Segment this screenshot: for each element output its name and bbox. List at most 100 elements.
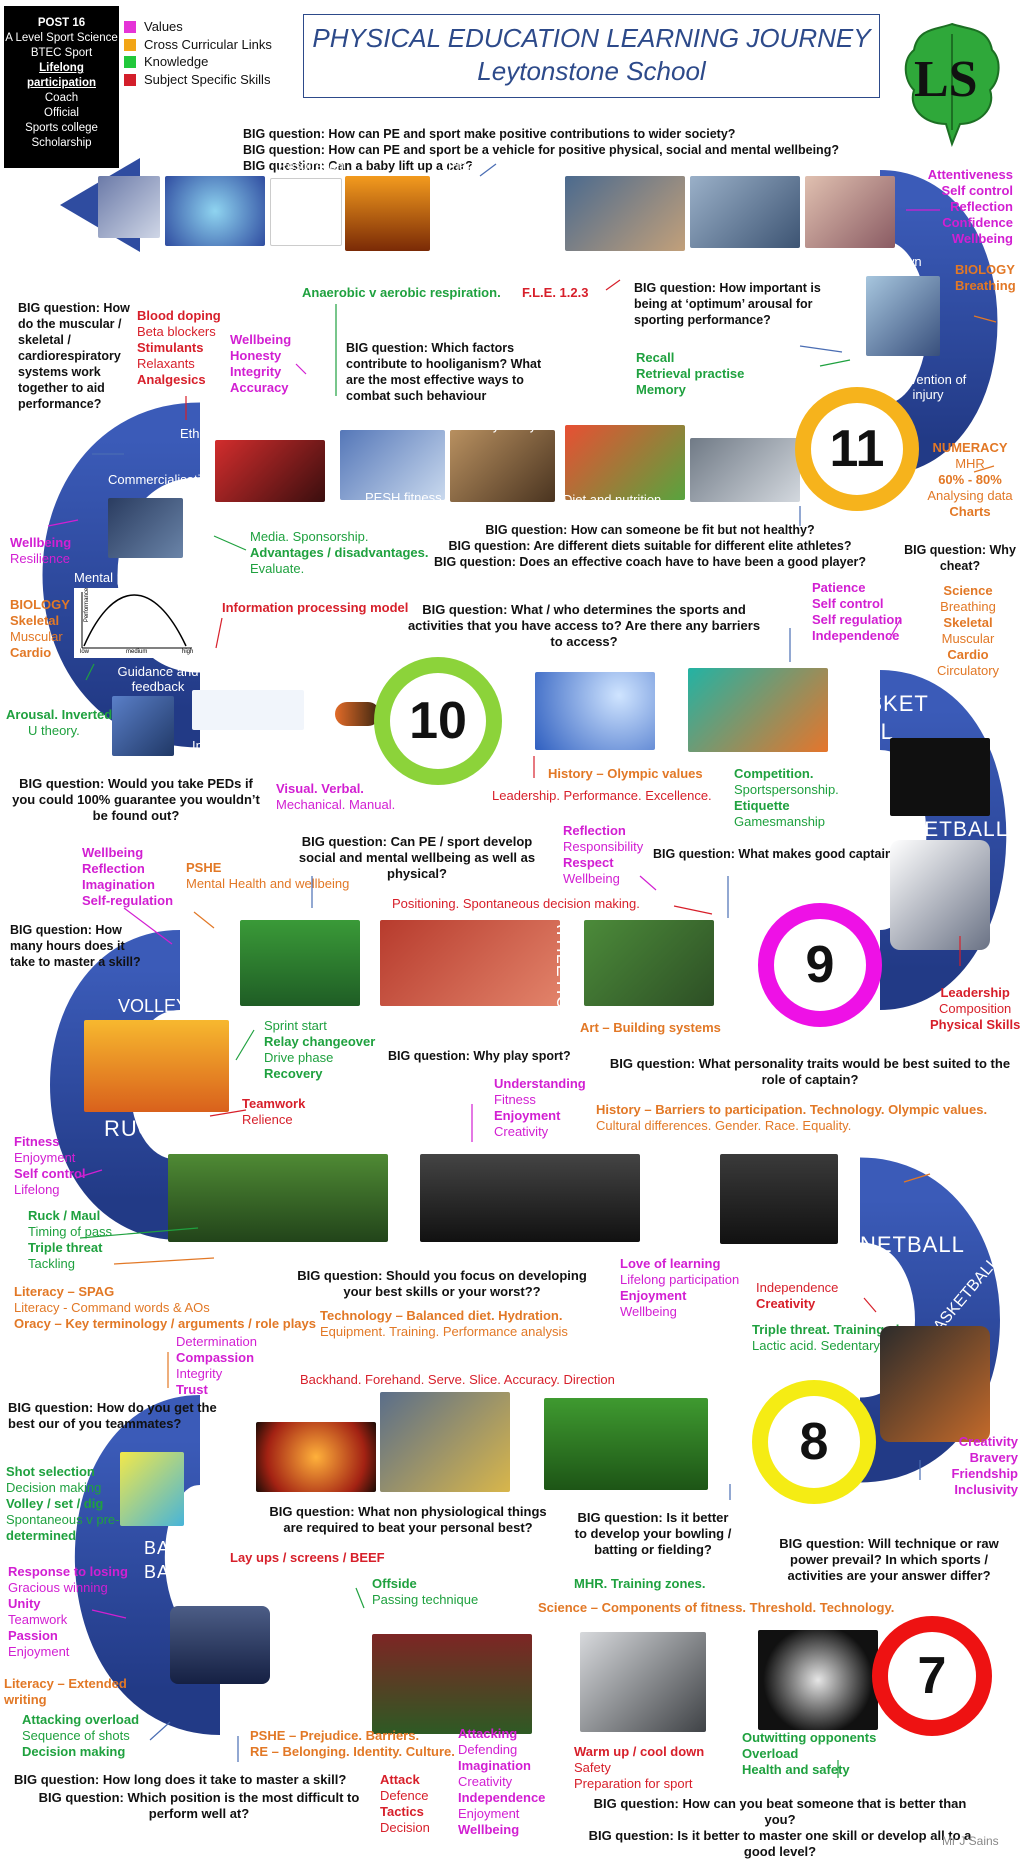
label-effects: Effects of exercise [350,258,456,273]
post16-item: Coach [44,92,79,104]
school-logo: LS [900,20,1005,150]
label-cardio: Cardiorespiratory [164,258,264,273]
label-cricket9: CRICKET [725,920,747,1015]
post16-item: Official [44,107,79,119]
year-7-badge: 7 [872,1616,992,1736]
legend-knowledge: Knowledge [124,53,272,71]
label-mental: Mental preparation [74,570,183,585]
label-athletics9: ATHLETICS [553,916,573,1023]
tile-chain7 [580,1632,706,1732]
label-fitness8a: FITNESS [677,1160,702,1260]
big-question: BIG question: How can PE and sport make … [243,127,839,173]
skills-fle: F.L.E. 1.2.3 [522,285,589,300]
big-question: BIG question: How can you beat someone t… [588,1796,972,1859]
big-question: BIG question: How can someone be fit but… [433,523,867,569]
tile-athletics9 [380,920,560,1006]
label-training: Training [693,158,740,173]
label-warmup: Warm up / cool down [800,254,922,269]
legend-cross: Cross Curricular Links [124,36,272,54]
credit: Mr J Sains [942,1834,999,1848]
label-respiration: Respiration [278,158,344,173]
label-ethical: Ethical, social, cultural [180,426,309,441]
year-8-badge: 8 [752,1380,876,1504]
knowledge-media: Media. Sponsorship.Advantages / disadvan… [250,529,429,576]
tile-commercial [108,498,183,558]
label-fitness7: FITNESS [539,1632,564,1732]
school-name: Leytonstone School [477,56,706,86]
big-question: BIG question: How many hours does it tak… [10,923,141,969]
label-sedentary: Sedentary lifestyles [440,418,553,433]
label-netball10: NETBALL [908,818,1009,841]
big-question: BIG question: Should you focus on develo… [297,1268,587,1299]
tile-training [690,176,800,248]
big-question: BIG question: What makes good captain? [653,847,901,861]
tile-weights [420,1154,640,1242]
tile-warmup [805,176,895,248]
post16-item: Scholarship [31,137,92,149]
label-cricket8: CRICKET [719,1398,744,1502]
cross-pshe2: PSHE – Prejudice. Barriers.RE – Belongin… [250,1728,455,1759]
skills-positioning: Positioning. Spontaneous decision making… [392,896,640,911]
tile-data [690,438,800,502]
knowledge-anaerobic: Anaerobic v aerobic respiration. [302,285,501,300]
cross-technology: Technology – Balanced diet. Hydration.Eq… [320,1308,568,1339]
big-question: BIG question: Why cheat? [904,543,1016,573]
year-11-badge: 11 [795,387,919,511]
post16-item: Sports college [25,122,98,134]
tile-basketball7 [170,1606,270,1684]
label-pesh: PESH fitness [365,490,442,505]
label-usedata: Use of data [718,418,785,433]
tile-hoop10 [890,738,990,816]
title-box: PHYSICAL EDUCATION LEARNING JOURNEY Leyt… [303,14,880,98]
label-athletics8: ATHLETICS [515,1400,536,1513]
label-health: Health and Fitness [574,254,683,269]
tile-volleyball9 [84,1020,229,1112]
tile-ethical [215,440,325,502]
tile-prevention [866,276,940,356]
big-question: BIG question: Which factors contribute t… [346,341,542,403]
big-question: BIG question: How important is being at … [634,281,821,327]
tile-cricket8 [544,1398,708,1490]
logo-letters: LS [914,51,978,108]
tile-health [565,176,685,251]
tile-hoop8 [880,1326,990,1442]
tile-planes [440,190,560,230]
tile-skeleton [98,176,160,238]
values-leadership: Leadership. Performance. Excellence. [492,788,712,803]
tile-respiration [270,178,342,246]
post16-item: BTEC Sport [30,47,93,59]
big-question: BIG question: Will technique or raw powe… [779,1536,999,1583]
tile-pesh [340,430,445,500]
tile-football8 [256,1422,376,1492]
label-classification: Classification of skill [298,668,390,698]
big-question: BIG question: How do the muscular / skel… [18,301,130,411]
tile-diet [565,425,685,500]
label-commercialisation: Commercialisation [108,472,215,487]
skills-visual: Visual. Verbal.Mechanical. Manual. [276,781,396,812]
skills-layups: Lay ups / screens / BEEF [230,1550,385,1565]
big-question: BIG question: Would you take PEDs if you… [12,776,260,823]
label-netball8: NETBALL [860,1232,965,1257]
tile-sedentary [450,430,555,502]
label-volleyball8: VOLLEYBALL [213,1412,235,1549]
tile-sprinter8 [380,1392,510,1492]
label-guidance: Guidance and feedback [117,664,199,694]
tile-athletics10 [688,668,828,752]
